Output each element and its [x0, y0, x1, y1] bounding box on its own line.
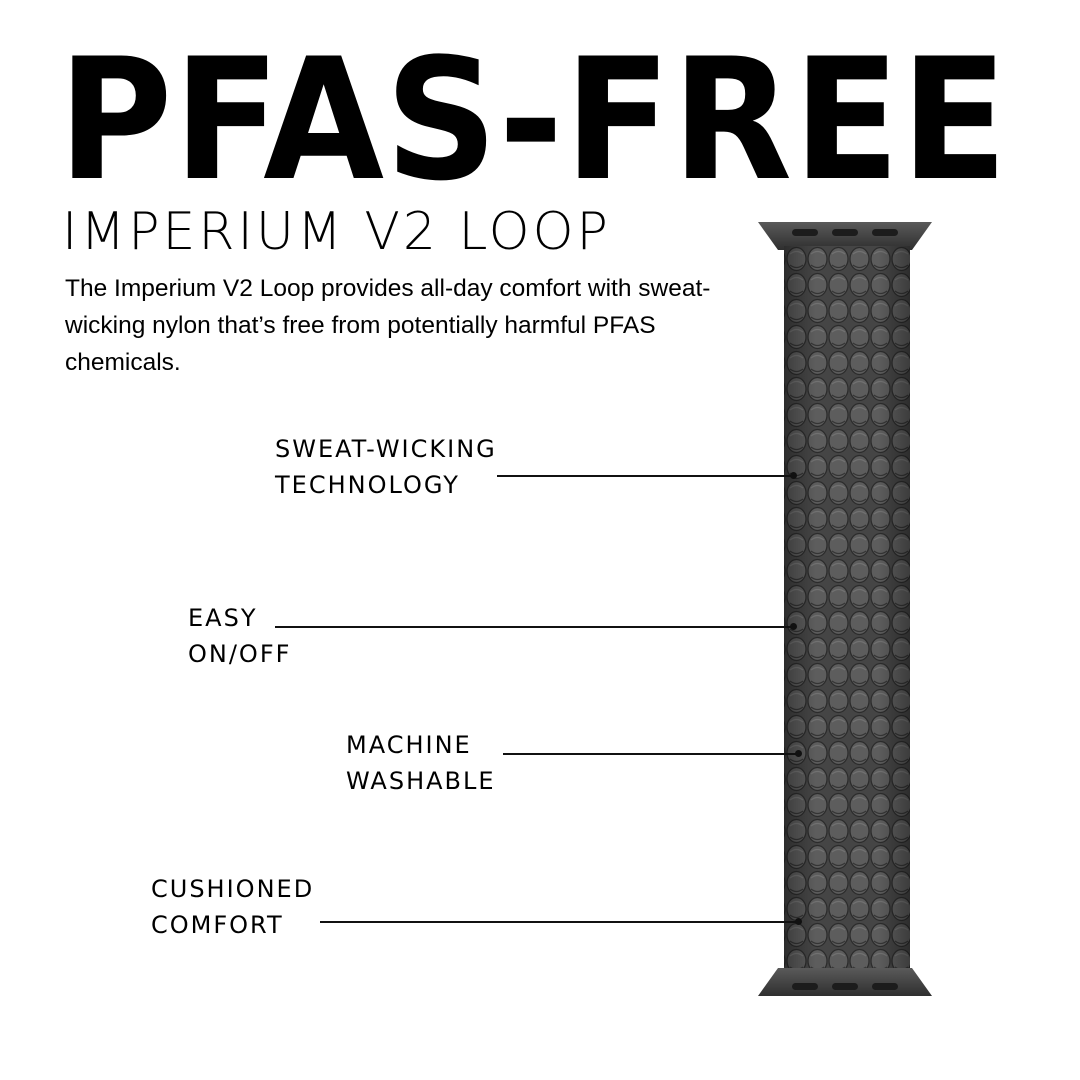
product-description: The Imperium V2 Loop provides all-day co…: [65, 275, 711, 376]
callout-line: [503, 753, 798, 755]
headline: PFAS-FREE: [58, 22, 1009, 218]
callout-dot: [795, 750, 802, 757]
callout-dot: [790, 472, 797, 479]
feature-line-2: COMFORT: [151, 911, 284, 939]
product-name: IMPERIUM V2 LOOP: [62, 202, 611, 262]
feature-cushioned-comfort-label: CUSHIONED COMFORT: [151, 871, 314, 943]
feature-machine-washable-label: MACHINE WASHABLE: [346, 727, 496, 799]
feature-easy-on-off-label: EASY ON/OFF: [188, 600, 291, 672]
callout-dot: [790, 623, 797, 630]
feature-line-1: CUSHIONED: [151, 875, 315, 903]
feature-line-2: TECHNOLOGY: [275, 471, 460, 499]
callout-line: [320, 921, 798, 923]
bottom-lug: [758, 968, 932, 996]
feature-line-2: ON/OFF: [188, 640, 292, 668]
callout-dot: [795, 918, 802, 925]
feature-line-2: WASHABLE: [346, 767, 496, 795]
callout-line: [275, 626, 793, 628]
feature-line-1: EASY: [188, 604, 258, 632]
callout-line: [497, 475, 793, 477]
feature-sweat-wicking-label: SWEAT-WICKING TECHNOLOGY: [275, 431, 497, 503]
feature-line-1: MACHINE: [346, 731, 472, 759]
feature-line-1: SWEAT-WICKING: [275, 435, 497, 463]
